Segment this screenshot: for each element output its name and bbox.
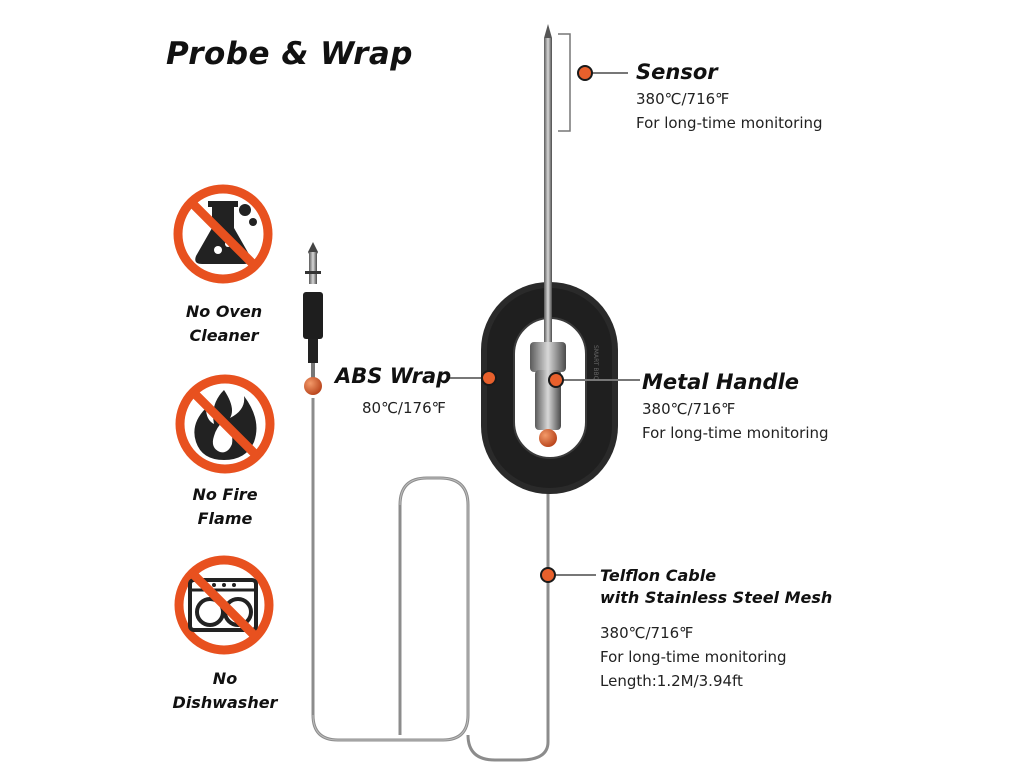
metal-handle <box>530 342 566 447</box>
sensor-title: Sensor <box>636 60 718 84</box>
cable-temp: 380℃/716℉ <box>600 624 694 642</box>
plug-ball <box>304 377 322 395</box>
warning-line: No Oven <box>185 302 263 321</box>
warning-line: No Fire <box>192 485 258 504</box>
sensor-bracket <box>558 33 571 132</box>
page-title: Probe & Wrap <box>166 36 413 72</box>
metal-handle-callout: Metal Handle 380℃/716℉ For long-time mon… <box>642 370 829 445</box>
cable-title-line1: Telflon Cable <box>600 566 717 585</box>
warning-label-fire-flame: No Fire Flame <box>155 483 295 531</box>
warning-line: Cleaner <box>189 326 259 345</box>
chemical-flask-icon <box>173 184 273 284</box>
cable-length: Length:1.2M/3.94ft <box>600 672 743 690</box>
metal-handle-title: Metal Handle <box>642 370 800 394</box>
probe-tip <box>544 24 552 38</box>
warning-line: Flame <box>197 509 253 528</box>
sensor-callout: Sensor 380℃/716℉ For long-time monitorin… <box>636 60 823 135</box>
warning-line: No <box>212 669 238 688</box>
metal-handle-note: For long-time monitoring <box>642 424 829 442</box>
warning-line: Dishwasher <box>172 693 278 712</box>
sensor-note: For long-time monitoring <box>636 114 823 132</box>
dishwasher-icon <box>174 555 274 655</box>
cable-specs: 380℃/716℉ For long-time monitoring Lengt… <box>600 621 787 693</box>
cable-note: For long-time monitoring <box>600 648 787 666</box>
cable-title-line2: with Stainless Steel Mesh <box>600 588 833 607</box>
svg-text:SMART BBQ: SMART BBQ <box>592 345 599 381</box>
metal-handle-temp: 380℃/716℉ <box>642 400 736 418</box>
jack-plug <box>303 242 323 383</box>
cable-callout: Telflon Cable with Stainless Steel Mesh <box>600 565 832 609</box>
warning-label-dishwasher: No Dishwasher <box>155 667 295 715</box>
fire-flame-icon <box>175 374 275 474</box>
abs-wrap-title: ABS Wrap <box>335 364 452 388</box>
probe-needle <box>544 38 552 350</box>
sensor-temp: 380℃/716℉ <box>636 90 730 108</box>
abs-wrap-temp: 80℃/176℉ <box>362 399 446 417</box>
warning-label-oven-cleaner: No Oven Cleaner <box>154 300 294 348</box>
